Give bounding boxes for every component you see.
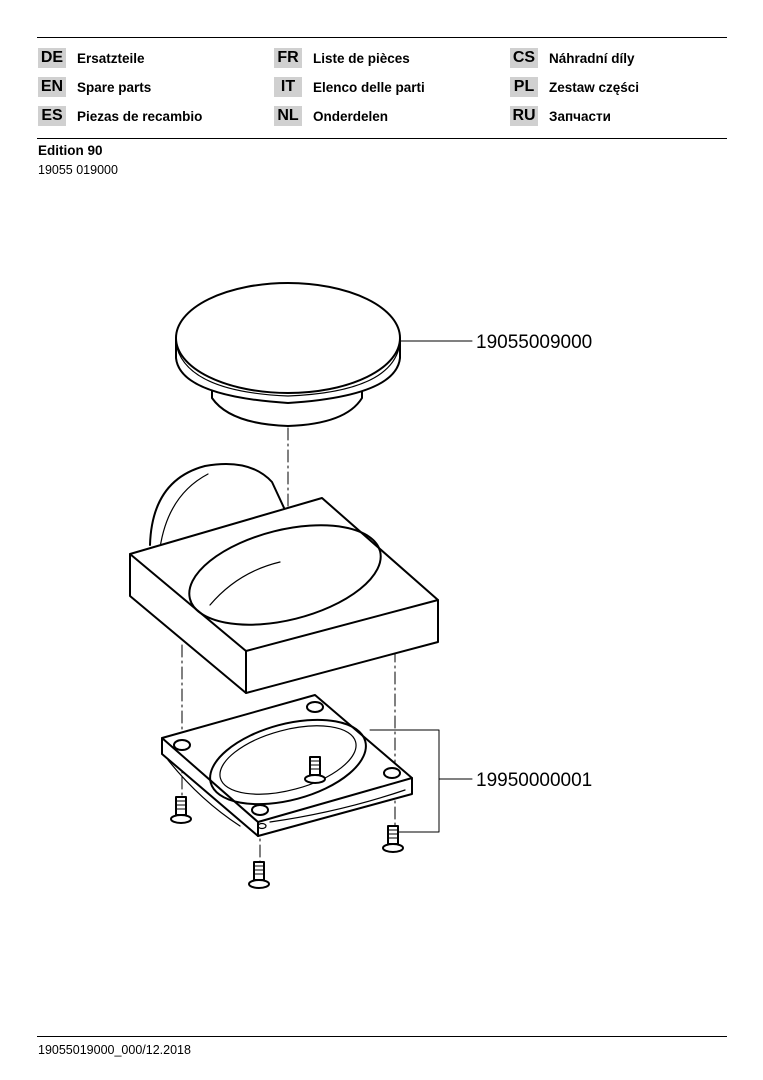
edition-label: Edition 90 [38, 143, 103, 158]
footer-doc-number: 19055019000_000/12.2018 [38, 1043, 191, 1057]
lang-label: Onderdelen [313, 108, 389, 124]
lang-ru: RU Запчасти [510, 106, 611, 126]
lang-es: ES Piezas de recambio [38, 106, 202, 126]
screw-center [304, 756, 326, 784]
lang-label: Elenco delle parti [313, 79, 425, 95]
lang-en: EN Spare parts [38, 77, 151, 97]
screw-bottom [248, 861, 270, 889]
lang-label: Zestaw części [549, 79, 640, 95]
lang-pl: PL Zestaw części [510, 77, 639, 97]
lang-code: IT [274, 77, 302, 97]
lang-label: Spare parts [77, 79, 152, 95]
soap-dish [175, 282, 401, 427]
lang-it: IT Elenco delle parti [274, 77, 425, 97]
lang-code: PL [510, 77, 538, 97]
lang-code: NL [274, 106, 302, 126]
wall-rosette [149, 463, 286, 549]
footer-rule [37, 1036, 727, 1037]
top-rule [37, 37, 727, 38]
article-number: 19055 019000 [38, 163, 118, 177]
screw-left [170, 796, 192, 824]
lang-code: CS [510, 48, 538, 68]
leader-lines [369, 340, 473, 833]
lang-de: DE Ersatzteile [38, 48, 145, 68]
lang-label: Náhradní díly [549, 50, 635, 66]
mounting-plate [161, 694, 413, 837]
exploded-drawing: 19055009000 19950000001 [129, 282, 592, 889]
lang-code: ES [38, 106, 66, 126]
screw-right [382, 825, 404, 853]
lang-label: Liste de pièces [313, 50, 410, 66]
holder-block [129, 497, 439, 694]
lang-fr: FR Liste de pièces [274, 48, 410, 68]
lang-nl: NL Onderdelen [274, 106, 388, 126]
lang-cs: CS Náhradní díly [510, 48, 635, 68]
lang-code: DE [38, 48, 66, 68]
header-bottom-rule [37, 138, 727, 139]
part-number-dish: 19055009000 [476, 332, 592, 353]
lang-label: Запчасти [549, 108, 611, 124]
lang-code: RU [510, 106, 538, 126]
lang-label: Piezas de recambio [77, 108, 203, 124]
lang-code: EN [38, 77, 66, 97]
part-number-plate: 19950000001 [476, 770, 592, 791]
lang-label: Ersatzteile [77, 50, 145, 66]
lang-code: FR [274, 48, 302, 68]
